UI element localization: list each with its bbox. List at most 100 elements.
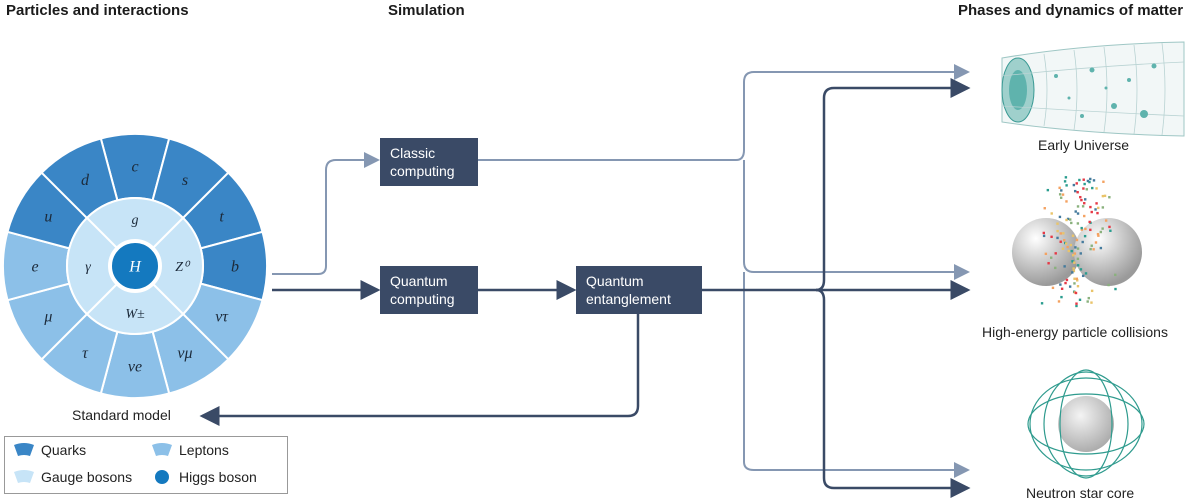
spark [1062,232,1065,235]
spark [1064,281,1067,285]
spark [1065,200,1068,203]
spark [1074,246,1077,249]
spark [1065,278,1069,282]
particle-label: d [81,172,90,189]
spark [1074,291,1078,295]
particle-label: τ [82,345,89,362]
spark [1094,241,1098,244]
spark [1076,212,1080,215]
legend-quarks: Quarks [13,442,86,458]
particle-label: t [219,209,224,226]
spark [1090,301,1093,304]
spark [1069,243,1073,247]
spark [1061,193,1065,196]
spark [1089,247,1092,251]
early-universe-label: Early Universe [1038,137,1130,153]
gauge-segment [85,282,185,335]
spark [1076,257,1080,261]
spark [1104,219,1108,222]
legend: Quarks Leptons Gauge bosons Higgs boson [4,436,288,494]
spark [1080,228,1084,231]
spark [1099,246,1103,250]
spark [1083,234,1087,238]
spark [1075,302,1078,305]
particle-collision-image [1012,176,1142,308]
spark [1090,289,1094,293]
particle-label: e [31,259,38,276]
gauge-segment [151,216,204,316]
particle-label: b [231,259,239,276]
spark [1074,210,1077,213]
spark [1076,191,1079,194]
spark [1078,178,1081,182]
spark [1075,182,1078,185]
gauge-label: γ [85,260,91,275]
spark [1065,218,1068,222]
neutron-star-label: Neutron star core [1026,485,1135,501]
spark [1095,202,1098,205]
spark [1083,202,1086,205]
particle-label: ντ [215,309,229,326]
spark [1089,228,1092,232]
quantum-entanglement-box: Quantum entanglement [576,266,702,314]
spark [1084,227,1087,231]
spark [1073,189,1077,193]
legend-higgs-label: Higgs boson [179,469,257,485]
spark [1072,267,1075,270]
spark [1073,277,1076,280]
spark [1066,245,1069,249]
spark [1058,215,1062,219]
spark [1042,231,1046,235]
legend-gauge: Gauge bosons [13,469,132,485]
spark [1080,226,1083,230]
spark [1071,234,1075,237]
legend-leptons-label: Leptons [179,442,229,458]
spark [1076,279,1079,282]
spark [1107,283,1110,287]
spark [1103,194,1107,198]
spark [1079,252,1082,255]
spark [1050,256,1053,259]
spark [1061,247,1065,250]
spark [1057,300,1061,303]
spark [1073,282,1076,285]
spark [1058,193,1062,196]
classic-computing-box: Classic computing [380,138,478,186]
early-universe-image [1001,41,1185,137]
higgs-label: H [128,259,142,276]
particle-label: μ [43,309,52,326]
spark [1064,176,1068,179]
arrow-classic-out [478,64,970,161]
spark [1067,249,1070,253]
spark [1081,205,1085,208]
spark [1083,214,1086,218]
spark [1089,205,1092,209]
spark [1050,212,1053,215]
arrow-ent-bottom [815,288,971,498]
spark [1054,266,1057,270]
spark [1086,300,1089,303]
spark [1073,261,1076,264]
spark [1073,291,1076,294]
spark [1083,182,1086,186]
gauge-segment [66,216,119,316]
spark [1078,298,1082,302]
spark [1071,271,1074,274]
spark [1056,229,1059,233]
spark [1075,238,1079,242]
legend-higgs: Higgs boson [151,469,257,485]
spark [1073,252,1077,255]
spark [1060,295,1063,299]
spark [1091,186,1094,190]
spark [1065,184,1068,187]
gauge-label: W± [125,307,145,322]
header-phases: Phases and dynamics of matter [958,2,1184,19]
spark [1076,222,1080,225]
spark [1108,196,1111,199]
higgs-swatch-icon [155,470,169,484]
spark [1084,198,1087,201]
arrow-sm-to-classic [272,152,380,275]
spark [1046,188,1050,192]
spark [1096,211,1099,215]
spark [1040,302,1044,305]
